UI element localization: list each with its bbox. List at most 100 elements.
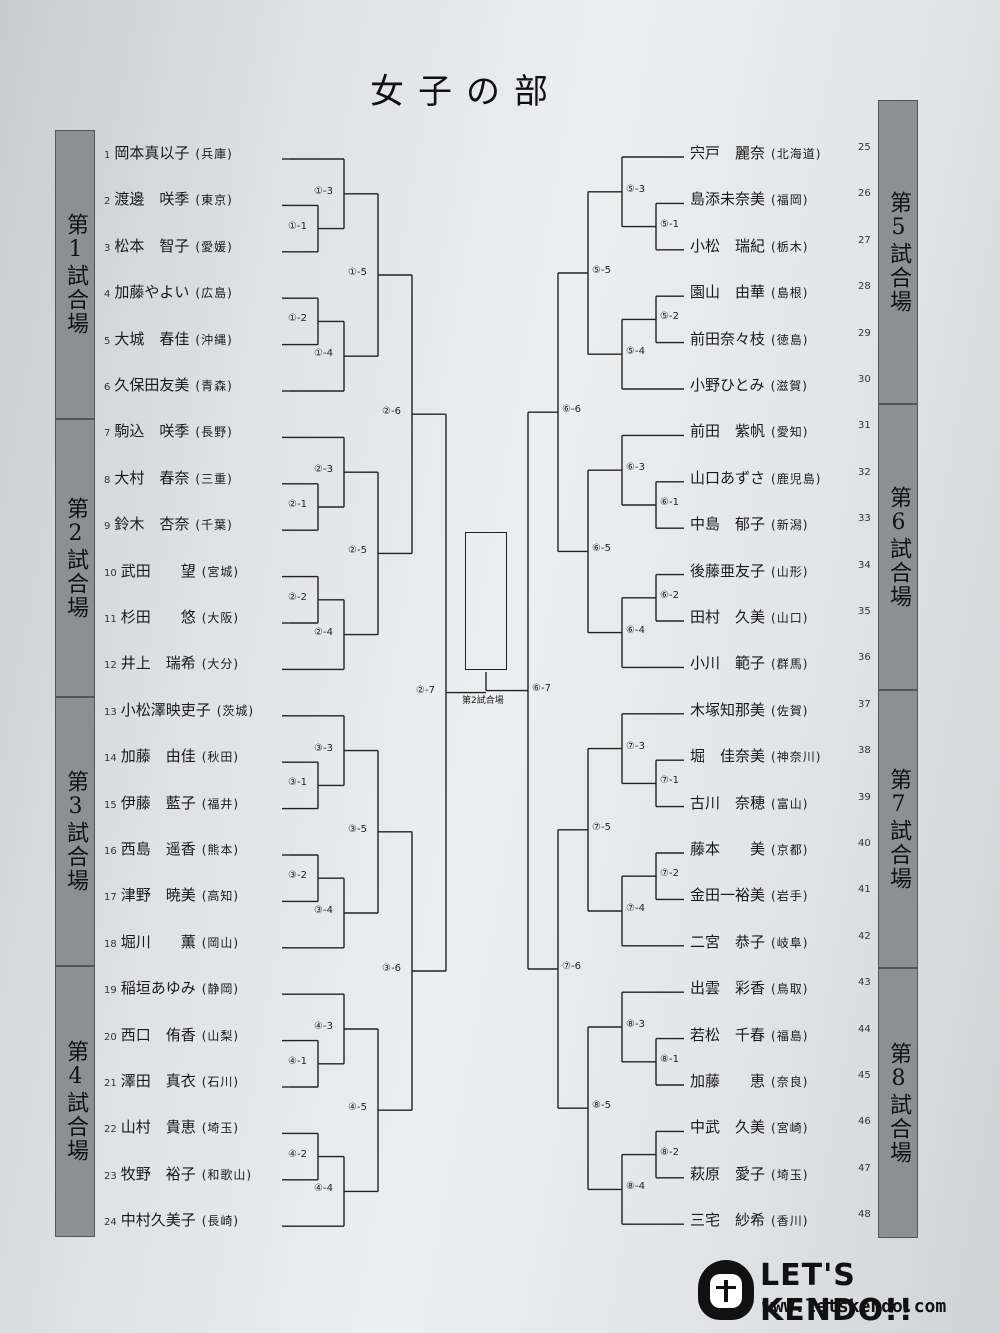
player-name: 中村久美子: [120, 1211, 196, 1230]
prefecture: (神奈川): [771, 750, 822, 765]
match-label: ⑦-1: [660, 775, 679, 787]
seed-number: 12: [104, 660, 117, 672]
match-label: ②-4: [314, 626, 333, 638]
player-entry: 小野ひとみ(滋賀): [690, 376, 808, 395]
seed-number: 43: [858, 977, 871, 989]
seed-number: 3: [104, 242, 111, 254]
prefecture: (愛知): [771, 425, 809, 440]
player-name: 園山 由華: [690, 283, 766, 302]
prefecture: (広島): [195, 286, 233, 301]
court-label-left-3: 第3試合場: [55, 697, 95, 966]
prefecture: (群馬): [771, 657, 809, 672]
court-label-left-2: 第2試合場: [55, 419, 95, 697]
seed-number: 25: [858, 142, 871, 153]
prefecture: (山梨): [201, 1028, 240, 1043]
prefecture: (新潟): [771, 518, 809, 533]
player-entry: 加藤 恵(奈良): [690, 1072, 808, 1091]
player-name: 小松澤映吏子: [120, 700, 211, 719]
player-entry: 金田一裕美(岩手): [690, 886, 808, 905]
match-label: ①-3: [314, 185, 333, 197]
prefecture: (香川): [771, 1214, 809, 1229]
prefecture: (秋田): [201, 750, 240, 765]
seed-number: 42: [858, 930, 871, 942]
player-name: 澤田 真衣: [120, 1072, 196, 1090]
player-entry: 島添未奈美(福岡): [690, 190, 808, 209]
match-label: ①-5: [348, 267, 367, 278]
player-name: 大城 春佳: [114, 329, 190, 348]
player-name: 渡邊 咲季: [114, 190, 190, 209]
seed-number: 20: [104, 1031, 117, 1043]
match-label: ④-3: [314, 1021, 333, 1032]
prefecture: (島根): [771, 286, 809, 301]
seed-number: 13: [104, 706, 117, 718]
final-box: [465, 532, 507, 670]
match-label: ①-2: [288, 313, 307, 325]
match-label: ⑧-2: [660, 1146, 679, 1158]
seed-number: 18: [104, 938, 117, 950]
player-name: 稲垣あゆみ: [120, 979, 196, 998]
player-entry: 中島 郁子 (新潟): [690, 515, 808, 534]
seed-number: 37: [858, 698, 871, 710]
player-name: 三宅 紗希: [690, 1211, 766, 1230]
player-name: 二宮 恭子: [690, 932, 766, 951]
match-label: ⑦-2: [660, 868, 679, 880]
match-label: ③-6: [382, 963, 401, 974]
match-label: ②-1: [288, 499, 307, 510]
prefecture: (富山): [771, 796, 809, 811]
match-label: ⑧-5: [592, 1100, 611, 1112]
player-name: 宍戸 麗奈: [690, 144, 766, 162]
match-label: ⑦-4: [626, 903, 645, 914]
player-name: 加藤 由佳: [120, 747, 196, 766]
seed-number: 47: [858, 1162, 871, 1174]
seed-number: 1: [104, 150, 111, 161]
seed-number: 28: [858, 281, 871, 293]
player-name: 加藤 恵: [690, 1072, 766, 1090]
prefecture: (長崎): [201, 1214, 240, 1229]
prefecture: (和歌山): [201, 1167, 253, 1182]
seed-number: 27: [858, 234, 871, 246]
player-name: 伊藤 藍子: [120, 793, 196, 812]
logo-text: LET'S KENDO!!: [760, 1258, 914, 1328]
match-label: ⑥-5: [592, 543, 611, 555]
player-name: 金田一裕美: [690, 886, 766, 905]
player-name: 中島 郁子: [690, 515, 766, 534]
prefecture: (三重): [195, 471, 233, 486]
match-label: ②-5: [348, 545, 367, 557]
seed-number: 26: [858, 188, 871, 200]
match-label: ⑧-3: [626, 1019, 645, 1030]
seed-number: 11: [104, 614, 117, 625]
prefecture: (山形): [771, 564, 809, 579]
match-label: ②-7: [416, 684, 435, 696]
seed-number: 48: [858, 1209, 871, 1221]
player-name: 井上 瑞希: [120, 654, 196, 673]
match-label: ⑧-1: [660, 1053, 679, 1065]
player-entry: 萩原 愛子(埼玉): [690, 1165, 808, 1184]
seed-number: 2: [104, 196, 111, 208]
prefecture: (岡山): [201, 935, 240, 950]
prefecture: (佐賀): [771, 703, 809, 718]
match-label: ④-4: [314, 1183, 333, 1195]
prefecture: (福島): [771, 1028, 809, 1043]
match-label: ⑥-6: [562, 404, 581, 416]
match-label: ⑦-6: [562, 961, 581, 972]
player-name: 出雲 彩香: [690, 979, 766, 998]
seed-number: 30: [858, 374, 871, 385]
player-entry: 宍戸 麗奈(北海道): [690, 144, 821, 163]
player-name: 堀川 薫: [120, 932, 196, 951]
seed-number: 34: [858, 559, 871, 571]
seed-number: 4: [104, 289, 111, 301]
match-label: ⑤-3: [626, 183, 645, 195]
player-name: 武田 望: [120, 561, 196, 580]
court-label-left-1: 第1試合場: [55, 130, 95, 419]
match-label: ③-1: [288, 777, 307, 789]
seed-number: 6: [104, 382, 111, 393]
